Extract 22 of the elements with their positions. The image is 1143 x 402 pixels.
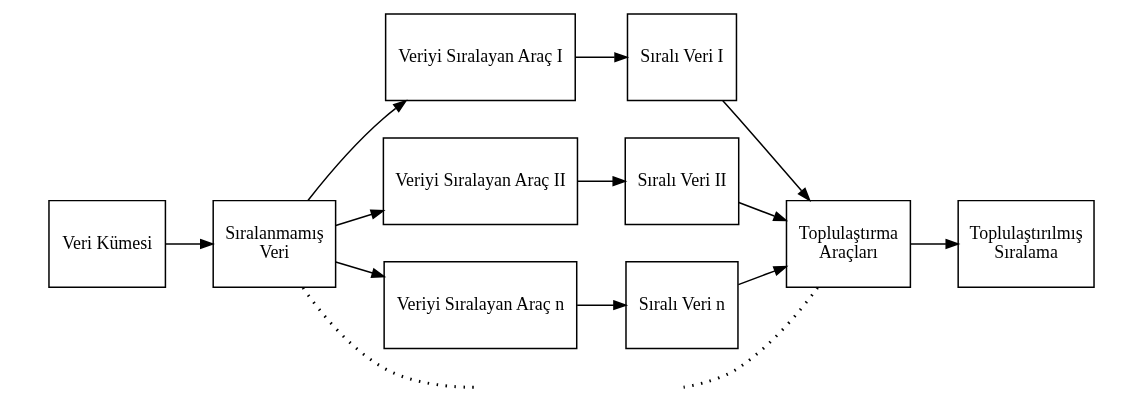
- arrow: [334, 261, 387, 278]
- node-box: Toplulaştırma Araçları: [785, 199, 912, 288]
- arrow: [164, 238, 215, 250]
- connector: [683, 286, 819, 389]
- arrow: [737, 265, 789, 286]
- node-box: Sıralanmamış Veri: [212, 199, 337, 288]
- arrow: [574, 52, 630, 63]
- node-box: Sıralı Veri I: [626, 13, 738, 102]
- arrow: [334, 209, 386, 227]
- node-box: Veriyi Sıralayan Araç n: [383, 261, 578, 350]
- arrow: [722, 99, 812, 202]
- node-box: Veri Kümesi: [48, 199, 167, 288]
- node-box: Veriyi Sıralayan Araç II: [382, 137, 579, 226]
- node-box: Sıralı Veri II: [624, 137, 740, 226]
- node-box: Sıralı Veri n: [625, 261, 739, 350]
- arrow: [576, 176, 628, 187]
- arrow: [307, 99, 408, 202]
- node-box: Toplulaştırılmış Sıralama: [957, 199, 1095, 288]
- node-box: Veriyi Sıralayan Araç I: [384, 13, 576, 102]
- arrow: [576, 299, 629, 311]
- arrow: [738, 201, 789, 222]
- arrow: [909, 238, 961, 250]
